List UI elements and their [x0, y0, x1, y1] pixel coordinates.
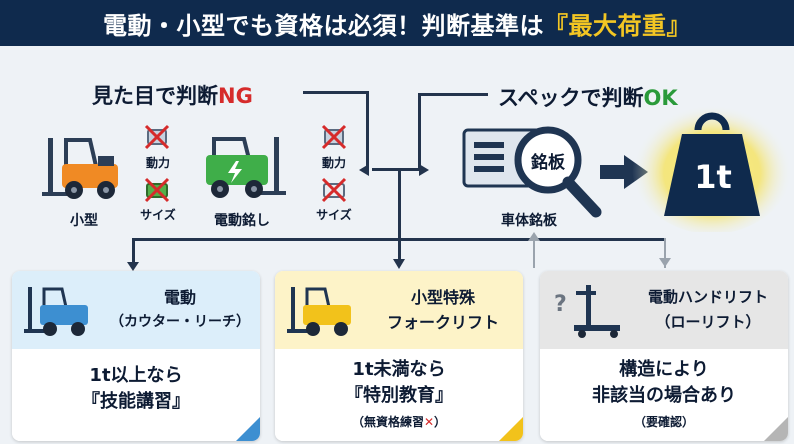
arrow-up-icon: [528, 232, 540, 241]
connector-line: [132, 238, 135, 264]
arrow-right-icon: [419, 164, 429, 176]
page-title: 電動・小型でも資格は必須！判断基準は『最大荷重』: [0, 0, 794, 46]
card-note-text: （無資格練習: [351, 415, 424, 429]
card-header: ? 電動ハンドリフト （ローリフト）: [540, 271, 788, 349]
card-body-text: 1t以上なら 『技能講習』: [12, 363, 260, 415]
banner-highlight: 『最大荷重』: [544, 11, 691, 40]
arrow-down-icon: [659, 258, 671, 267]
ng-mark: NG: [218, 84, 253, 108]
card-body: 構造により 非該当の場合あり （要確認）: [540, 349, 788, 441]
card-note: （無資格練習✕）: [275, 413, 523, 430]
card-body-line: 『特別教育』: [345, 385, 453, 406]
connector-line: [398, 168, 401, 260]
arrow-left-icon: [359, 164, 369, 176]
ok-mark: OK: [643, 86, 678, 110]
card-small-special: 小型特殊 フォークリフト 1t未満なら 『特別教育』 （無資格練習✕）: [275, 271, 523, 441]
name-plate-icon: [462, 120, 607, 220]
card-corner: [236, 417, 260, 441]
tag-label: 動力: [145, 156, 170, 170]
tag-label: サイズ: [316, 208, 352, 222]
card-header: 電動 （カウター・リーチ）: [12, 271, 260, 349]
ng-heading-text: 見た目で判断: [92, 84, 218, 108]
ng-heading: 見た目で判断NG: [92, 80, 253, 110]
cross-icon: [142, 175, 172, 205]
card-title-line: （ローリフト）: [655, 313, 761, 331]
arrow-down-icon: [393, 259, 405, 269]
cross-icon: [142, 122, 172, 152]
ok-heading-text: スペックで判断: [498, 86, 644, 110]
weight-icon: [632, 92, 792, 234]
connector-line: [533, 238, 535, 268]
connector-line: [132, 238, 666, 241]
question-icon: ?: [554, 292, 567, 317]
connector-line: [418, 93, 488, 96]
card-title-line: 電動: [163, 288, 196, 307]
cross-icon: ✕: [423, 415, 435, 429]
card-corner: [764, 417, 788, 441]
weight-text: 1t: [694, 158, 732, 196]
electric-forklift-icon: [200, 125, 286, 205]
plate-text: 銘板: [531, 153, 565, 173]
card-note-text: ）: [434, 415, 447, 429]
card-title-line: 電動ハンドリフト: [647, 288, 768, 306]
connector-line: [303, 91, 368, 94]
card-header: 小型特殊 フォークリフト: [275, 271, 523, 349]
cross-icon: [319, 175, 349, 205]
card-body-line: 1t未満なら: [352, 359, 446, 380]
tag-label: サイズ: [140, 208, 176, 222]
connector-line: [372, 168, 420, 171]
card-hand-lift: ? 電動ハンドリフト （ローリフト） 構造により 非該当の場合あり （要確認）: [540, 271, 788, 441]
card-title-line: （カウター・リーチ）: [110, 314, 250, 330]
tag-label: 動力: [321, 156, 346, 170]
forklift-icon: [24, 281, 96, 339]
card-body-line: 構造により: [619, 359, 709, 380]
cross-icon: [319, 122, 349, 152]
arrow-down-icon: [127, 262, 139, 271]
electric-forklift-label: 電動銘し: [214, 213, 270, 229]
connector-line: [664, 238, 666, 268]
card-body: 1t以上なら 『技能講習』: [12, 349, 260, 441]
card-body-text: 構造により 非該当の場合あり: [540, 357, 788, 409]
card-body-line: 『技能講習』: [82, 391, 190, 412]
plate-label: 車体銘板: [501, 213, 557, 229]
card-note: （要確認）: [633, 415, 694, 429]
card-title: 電動 （カウター・リーチ）: [106, 285, 254, 335]
hand-lift-icon: ?: [552, 281, 624, 339]
ok-heading: スペックで判断OK: [498, 82, 678, 112]
card-title-line: 小型特殊: [410, 288, 475, 307]
card-body-line: 1t以上なら: [89, 365, 183, 386]
forklift-icon: [287, 281, 359, 339]
card-title: 小型特殊 フォークリフト: [369, 285, 517, 335]
card-title: 電動ハンドリフト （ローリフト）: [634, 285, 782, 335]
connector-line: [418, 93, 421, 171]
card-body-text: 1t未満なら 『特別教育』: [275, 357, 523, 409]
banner-text: 電動・小型でも資格は必須！判断基準は: [103, 11, 544, 40]
card-electric: 電動 （カウター・リーチ） 1t以上なら 『技能講習』: [12, 271, 260, 441]
card-body-line: 非該当の場合あり: [592, 385, 736, 406]
card-title-line: フォークリフト: [386, 313, 499, 332]
forklift-icon: [42, 126, 128, 206]
small-forklift-label: 小型: [70, 213, 98, 229]
card-body: 1t未満なら 『特別教育』 （無資格練習✕）: [275, 349, 523, 441]
connector-line: [366, 91, 369, 171]
card-corner: [499, 417, 523, 441]
